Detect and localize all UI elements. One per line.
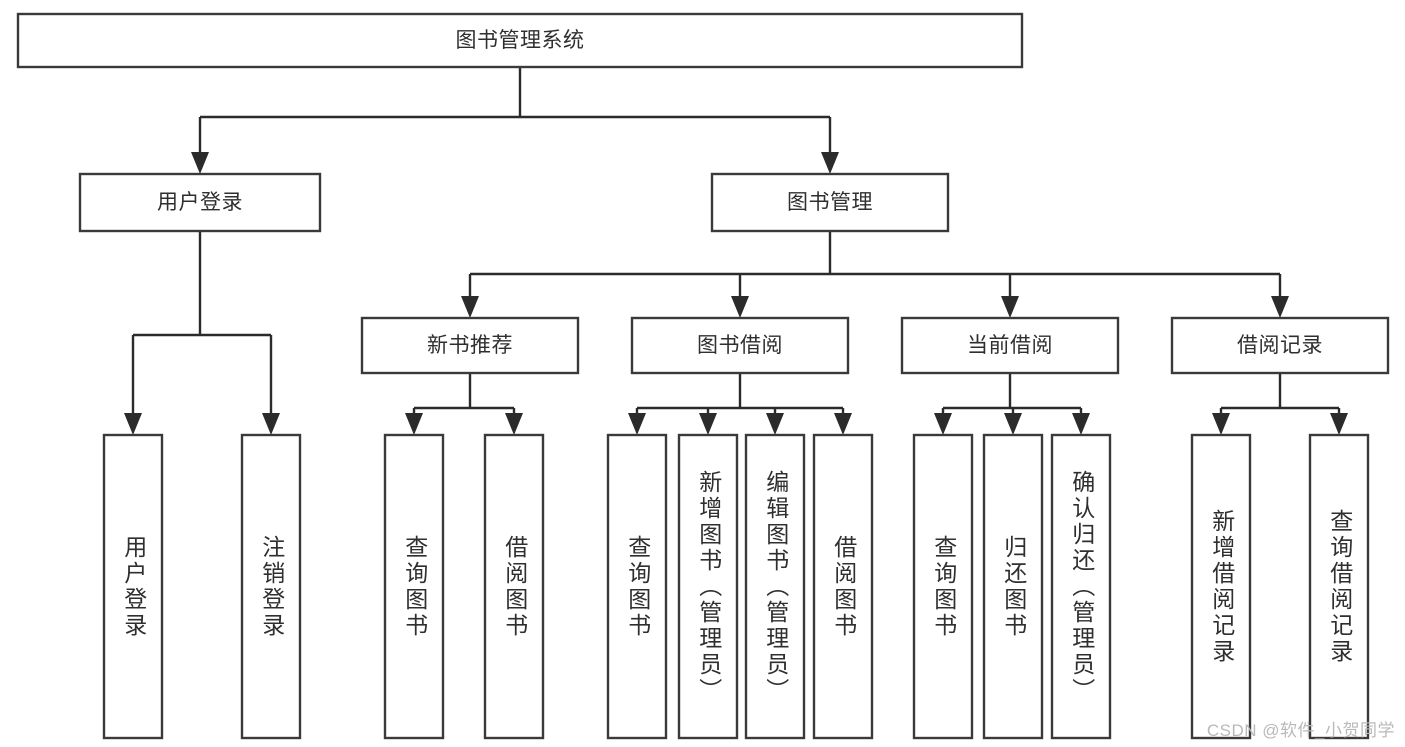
node-box-leaf-query-record (1308, 433, 1370, 740)
node-box-leaf-user-login (102, 433, 164, 740)
arrow-icon-leaf-return-book (1004, 413, 1022, 435)
arrow-icon-leaf-edit-book (766, 413, 784, 435)
node-box-book-manage (710, 172, 950, 233)
arrow-icon-user-login (191, 152, 209, 174)
edge-layer (124, 67, 1348, 435)
node-box-current-borrow (900, 316, 1120, 375)
arrow-icon-leaf-user-login (124, 413, 142, 435)
arrow-icon-leaf-logout (262, 413, 280, 435)
node-box-leaf-query-book-1 (383, 433, 445, 740)
node-box-leaf-borrow-book-2 (812, 433, 874, 740)
box-layer (16, 12, 1390, 740)
node-box-leaf-add-record (1190, 433, 1252, 740)
node-box-leaf-add-book (677, 433, 739, 740)
arrow-icon-leaf-add-record (1212, 413, 1230, 435)
node-box-leaf-edit-book (744, 433, 806, 740)
arrow-icon-leaf-add-book (699, 413, 717, 435)
node-box-book-borrow (630, 316, 850, 375)
arrow-icon-leaf-query-book-3 (934, 413, 952, 435)
arrow-icon-leaf-query-book-2 (628, 413, 646, 435)
arrow-icon-current-borrow (1001, 296, 1019, 318)
arrow-icon-book-manage (821, 152, 839, 174)
node-box-leaf-query-book-3 (912, 433, 974, 740)
arrow-icon-leaf-confirm-ret (1072, 413, 1090, 435)
node-box-leaf-query-book-2 (606, 433, 668, 740)
node-box-leaf-logout (240, 433, 302, 740)
arrow-icon-leaf-borrow-book-2 (834, 413, 852, 435)
node-box-leaf-return-book (982, 433, 1044, 740)
node-box-leaf-borrow-book-1 (483, 433, 545, 740)
node-box-leaf-confirm-ret (1050, 433, 1112, 740)
arrow-icon-borrow-record (1271, 296, 1289, 318)
node-box-borrow-record (1170, 316, 1390, 375)
arrow-icon-leaf-query-record (1330, 413, 1348, 435)
arrow-icon-leaf-borrow-book-1 (505, 413, 523, 435)
arrow-icon-leaf-query-book-1 (405, 413, 423, 435)
node-box-user-login (78, 172, 322, 233)
arrow-icon-book-borrow (731, 296, 749, 318)
arrow-icon-new-book-rec (461, 296, 479, 318)
node-box-root (16, 12, 1024, 69)
node-box-new-book-rec (360, 316, 580, 375)
watermark: CSDN @软件_小贺同学 (1206, 721, 1395, 740)
